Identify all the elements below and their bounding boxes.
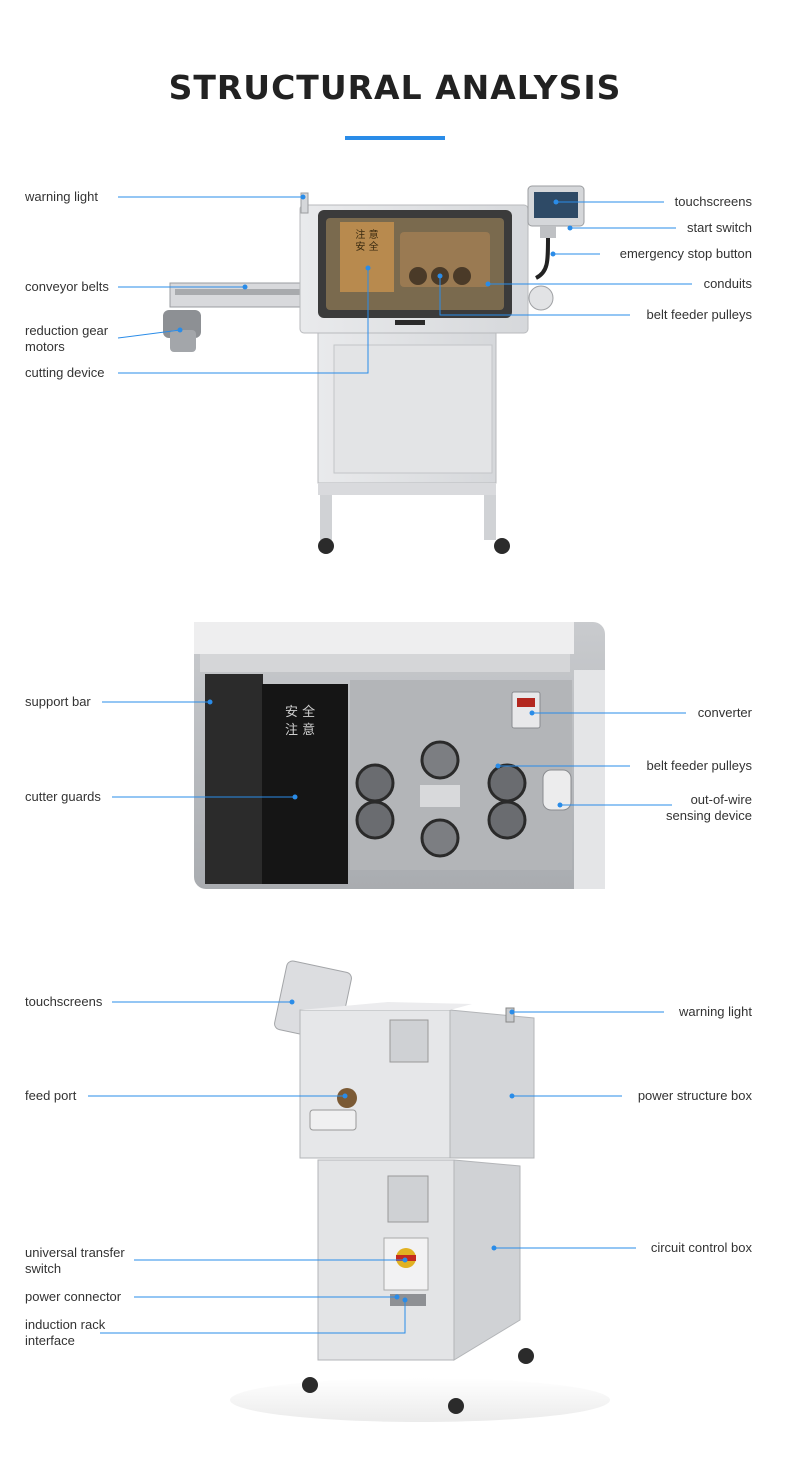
label-conduits: conduits [703, 276, 752, 291]
internal-view-panel: 安 全 注 意 [194, 622, 605, 889]
label-conveyor-belts: conveyor belts [25, 279, 109, 294]
label-circuit-control-box: circuit control box [650, 1240, 752, 1255]
sign-text-1: 注 意 [355, 228, 378, 241]
label-warning-light-2: warning light [679, 1004, 752, 1019]
title-underline [345, 136, 445, 140]
label-power-structure-box: power structure box [637, 1088, 752, 1103]
machine-side-view [230, 960, 610, 1422]
sign-text-2: 安 全 [355, 240, 378, 253]
panel-sign-2: 注 意 [285, 722, 315, 738]
label-reduction-gear-motors: reduction gear motors [25, 323, 109, 354]
label-out-of-wire-sensing-device: out-of-wire sensing device [666, 792, 752, 823]
label-feed-port: feed port [25, 1088, 77, 1103]
label-power-connector: power connector [25, 1289, 122, 1304]
callout-lines [88, 196, 692, 1334]
callout-dots [177, 194, 573, 1303]
label-belt-feeder-pulleys-2: belt feeder pulleys [646, 758, 752, 773]
label-emergency-stop-button: emergency stop button [619, 246, 752, 261]
page-title: STRUCTURAL ANALYSIS [168, 68, 622, 107]
label-universal-transfer-switch: universal transfer switch [25, 1245, 125, 1276]
label-touchscreens: touchscreens [674, 194, 752, 209]
label-belt-feeder-pulleys: belt feeder pulleys [646, 307, 752, 322]
label-touchscreens-2: touchscreens [25, 994, 103, 1009]
label-warning-light: warning light [25, 189, 98, 204]
panel-sign-1: 安 全 [285, 704, 315, 720]
label-cutter-guards: cutter guards [25, 789, 101, 804]
label-induction-rack-interface: induction rack interface [25, 1317, 106, 1348]
label-cutting-device: cutting device [25, 365, 105, 380]
label-support-bar: support bar [25, 694, 91, 709]
label-start-switch: start switch [686, 220, 752, 235]
label-converter: converter [697, 705, 752, 720]
machine-front-view: 注 意 安 全 [163, 185, 585, 554]
